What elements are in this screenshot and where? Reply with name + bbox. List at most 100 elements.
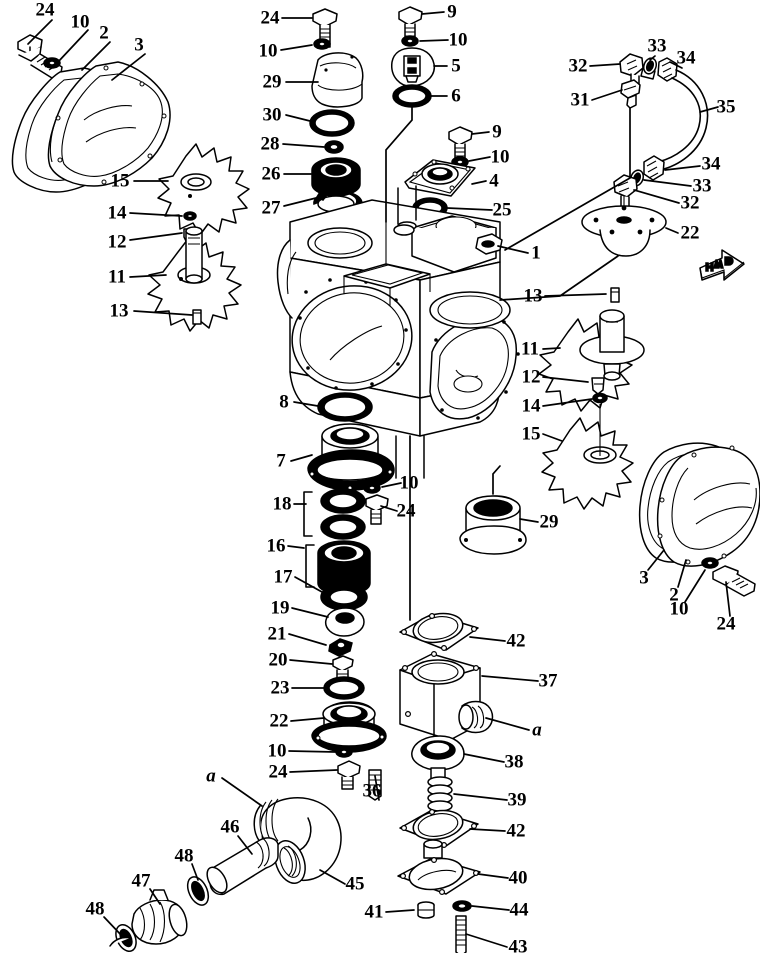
part-30-oring	[309, 109, 355, 137]
part-14-washer-left	[183, 211, 197, 221]
part-22-flange-upper	[581, 196, 667, 257]
callout-10: 10	[70, 11, 90, 33]
callout-42: 42	[506, 630, 526, 652]
callout-41: 41	[364, 901, 384, 923]
part-5-valve	[391, 47, 436, 87]
part-23-oring	[323, 676, 365, 700]
part-48-ring-right	[186, 876, 210, 906]
callout-30: 30	[262, 104, 282, 126]
callout-21: 21	[267, 623, 287, 645]
part-17-ring	[320, 583, 368, 611]
callout-14-b: 14	[521, 395, 541, 417]
part-1-main-body	[276, 185, 520, 479]
callout-36: 36	[362, 780, 382, 802]
callout-10-g: 10	[267, 740, 287, 762]
callout-17: 17	[273, 566, 293, 588]
callout-22-b: 22	[269, 710, 289, 732]
callout-31: 31	[570, 89, 590, 111]
callout-24-c: 24	[716, 613, 736, 635]
part-22-flange-lower	[311, 701, 387, 753]
callout-7: 7	[276, 450, 286, 472]
callout-18: 18	[272, 493, 292, 515]
part-13-key-left	[192, 309, 202, 325]
callout-20: 20	[268, 649, 288, 671]
part-42-gasket-upper	[399, 612, 479, 651]
callout-25: 25	[492, 199, 512, 221]
callout-10-f: 10	[399, 472, 419, 494]
part-21-lockwasher	[328, 638, 353, 657]
part-29-sleeve-topleft	[311, 52, 364, 108]
part-31-connector	[620, 79, 641, 109]
part-35-tube	[657, 69, 709, 171]
callout-48-b: 48	[85, 898, 105, 920]
part-6-oring	[392, 84, 432, 108]
part-3-cover-left	[47, 61, 171, 187]
callout-9-b: 9	[492, 121, 502, 143]
callout-48: 48	[174, 845, 194, 867]
callout-29: 29	[262, 71, 282, 93]
callout-23: 23	[270, 677, 290, 699]
callout-26: 26	[261, 163, 281, 185]
part-10-washer-right	[701, 557, 719, 569]
part-12-plug-right	[591, 377, 605, 395]
part-10-washer-topleft	[313, 38, 331, 50]
part-34-nut-lower	[643, 155, 665, 181]
callout-47: 47	[131, 870, 151, 892]
callout-10-b: 10	[258, 40, 278, 62]
callout-46: 46	[220, 816, 240, 838]
callout-45: 45	[345, 873, 365, 895]
callout-11-b: 11	[521, 338, 539, 360]
part-7-housing	[307, 423, 395, 491]
callout-15-b: 15	[521, 423, 541, 445]
callout-13-b: 13	[523, 285, 543, 307]
part-4-cover-plate	[404, 159, 476, 197]
part-46-pipe	[206, 837, 279, 896]
callout-13: 13	[109, 300, 129, 322]
part-8-oring	[317, 392, 373, 422]
callout-12-b: 12	[521, 366, 541, 388]
part-top-center-stack	[391, 6, 476, 219]
part-43-screw	[455, 915, 467, 953]
part-10-washer-lowerleft	[363, 482, 381, 494]
part-lower-left-stack	[303, 392, 395, 790]
fwd-orientation-marker	[699, 249, 745, 281]
callout-14: 14	[107, 202, 127, 224]
part-10-washer-left	[43, 57, 61, 69]
part-29-sleeve-lower	[459, 495, 527, 555]
part-10-washer-center-upper	[401, 35, 419, 47]
part-14-washer-right	[592, 392, 608, 404]
part-40-cap	[397, 839, 481, 895]
part-left-cover-assembly	[11, 34, 171, 193]
callout-15: 15	[110, 170, 130, 192]
callout-a-b: a	[206, 765, 216, 787]
callout-5: 5	[451, 55, 461, 77]
part-13-key-right	[610, 287, 620, 303]
callout-24: 24	[35, 0, 55, 21]
callout-22: 22	[680, 222, 700, 244]
part-44-washer	[452, 900, 472, 912]
callout-24-b: 24	[260, 7, 280, 29]
callout-16: 16	[266, 535, 286, 557]
callout-8: 8	[279, 391, 289, 413]
callout-10-e: 10	[669, 598, 689, 620]
callout-3: 3	[134, 34, 144, 56]
part-19-cup	[324, 607, 365, 637]
callout-24-e: 24	[268, 761, 288, 783]
callout-38: 38	[504, 751, 524, 773]
callout-11: 11	[108, 266, 126, 288]
callout-33: 33	[647, 35, 667, 57]
callout-1: 1	[531, 242, 541, 264]
part-lower-right-stack	[368, 495, 527, 953]
callout-39: 39	[507, 789, 527, 811]
callout-24-d: 24	[396, 500, 416, 522]
callout-2-b: 2	[669, 584, 679, 606]
part-right-cover-assembly	[638, 442, 760, 597]
part-15-impeller-upper-left	[157, 143, 250, 236]
part-top-left-stack	[309, 8, 364, 216]
callout-2: 2	[99, 22, 109, 44]
callout-34-b: 34	[701, 153, 721, 175]
callout-10-d: 10	[490, 146, 510, 168]
part-18-rings	[303, 488, 366, 540]
